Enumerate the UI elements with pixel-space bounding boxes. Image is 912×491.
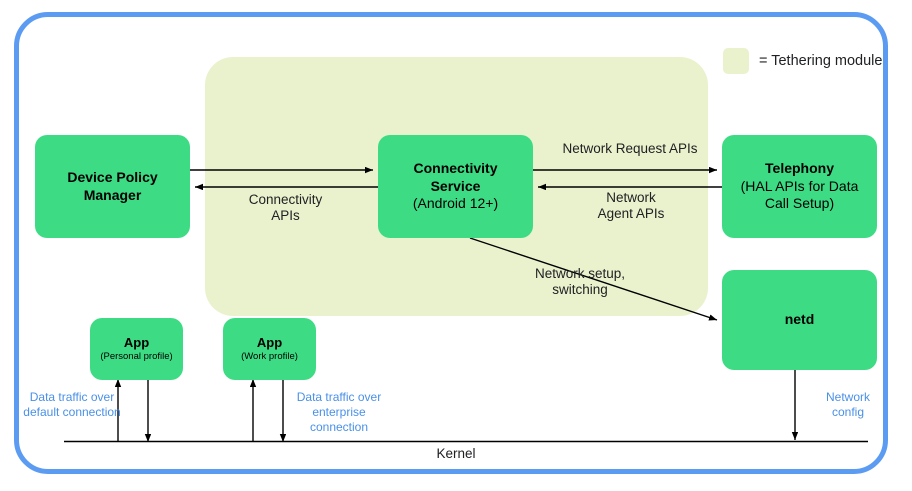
device-boundary-frame bbox=[14, 12, 888, 474]
label-network-request-apis: Network Request APIs bbox=[562, 141, 698, 156]
node-app-personal-profile[interactable]: App (Personal profile) bbox=[90, 318, 183, 380]
node-title: Connectivity Service bbox=[413, 160, 498, 194]
label-connectivity-apis: Connectivity APIs bbox=[248, 192, 323, 224]
node-app-work-profile[interactable]: App (Work profile) bbox=[223, 318, 316, 380]
label-data-traffic-enterprise: Data traffic over enterprise connection bbox=[296, 390, 382, 434]
node-title: Telephony bbox=[765, 160, 834, 177]
node-telephony[interactable]: Telephony (HAL APIs for Data Call Setup) bbox=[722, 135, 877, 238]
label-network-config: Network config bbox=[825, 390, 870, 419]
legend: = Tethering module bbox=[723, 48, 882, 74]
node-subtitle: (Personal profile) bbox=[100, 351, 173, 363]
legend-swatch-icon bbox=[723, 48, 749, 74]
label-data-traffic-default: Data traffic over default connection bbox=[23, 390, 121, 419]
node-subtitle: (HAL APIs for Data Call Setup) bbox=[740, 177, 859, 212]
node-netd[interactable]: netd bbox=[722, 270, 877, 370]
label-kernel: Kernel bbox=[436, 446, 476, 461]
node-title: Device Policy Manager bbox=[67, 169, 158, 203]
node-title: App bbox=[256, 334, 283, 350]
node-subtitle: (Work profile) bbox=[241, 351, 298, 363]
node-title: netd bbox=[784, 311, 815, 328]
node-title: App bbox=[123, 334, 150, 350]
label-network-setup-switching: Network setup, switching bbox=[534, 266, 626, 298]
legend-label: = Tethering module bbox=[759, 53, 883, 69]
label-network-agent-apis: Network Agent APIs bbox=[597, 190, 665, 222]
node-device-policy-manager[interactable]: Device Policy Manager bbox=[35, 135, 190, 238]
node-subtitle: (Android 12+) bbox=[412, 195, 499, 212]
node-connectivity-service[interactable]: Connectivity Service (Android 12+) bbox=[378, 135, 533, 238]
